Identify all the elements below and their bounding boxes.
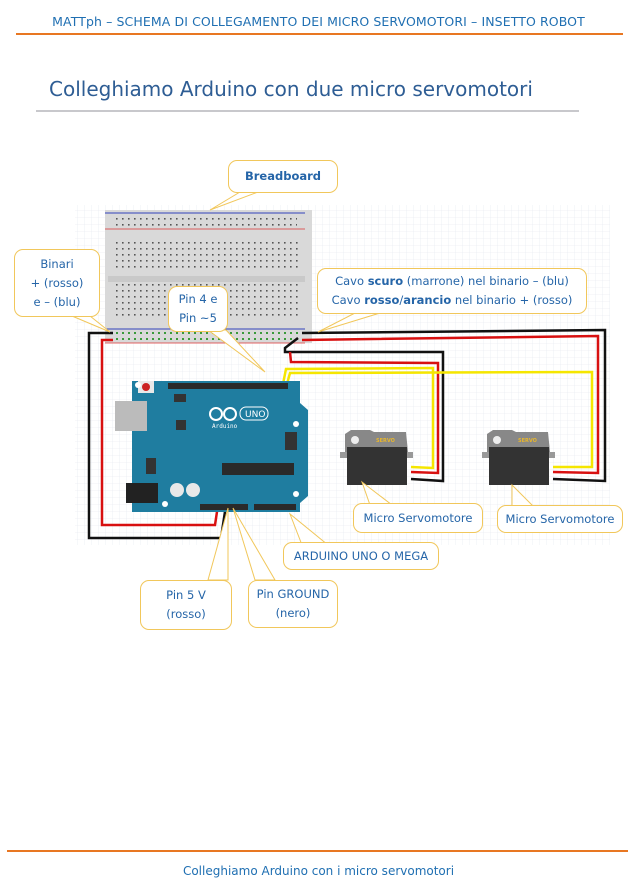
- callout-cables-line1: Cavo scuro (marrone) nel binario – (blu): [335, 272, 569, 291]
- board-brand: Arduino: [212, 423, 238, 430]
- svg-text:SERVO: SERVO: [376, 438, 395, 444]
- cables-text: (marrone) nel binario – (blu): [403, 274, 569, 288]
- callout-pins-line1: Pin 4 e: [178, 292, 218, 306]
- page-footer: Colleghiamo Arduino con i micro servomot…: [182, 864, 455, 878]
- cables-text: Cavo: [331, 293, 365, 307]
- servo-motor-1: SERVO: [340, 430, 413, 485]
- callout-arduino: ARDUINO UNO O MEGA: [283, 542, 439, 570]
- wire-yellow-servo2: [285, 370, 594, 469]
- board-model: UNO: [245, 410, 265, 420]
- wire-red-servo1: [288, 351, 440, 475]
- callout-cables-line2: Cavo rosso/arancio nel binario + (rosso): [332, 291, 573, 310]
- callout-rails-line3: e – (blu): [33, 294, 81, 309]
- callout-pin-ground: Pin GROUND (nero): [248, 580, 338, 628]
- cables-text-bold: scuro: [367, 274, 404, 288]
- callout-rails-line1: Binari: [40, 256, 74, 271]
- wire-black-servo2: [301, 328, 607, 483]
- title-divider: [36, 110, 579, 112]
- callout-pin-5v-line1: Pin 5 V: [166, 588, 206, 602]
- power-jack: [126, 483, 158, 503]
- callout-breadboard-text: Breadboard: [244, 169, 322, 183]
- footer-divider: [7, 850, 628, 852]
- callout-breadboard: Breadboard: [228, 160, 338, 193]
- svg-text:SERVO: SERVO: [518, 438, 537, 444]
- usb-port: [115, 401, 147, 431]
- cables-text: /: [399, 293, 404, 307]
- page-title: Colleghiamo Arduino con due micro servom…: [49, 77, 533, 101]
- callout-servo-1-text: Micro Servomotore: [363, 510, 473, 525]
- callout-rails-line2: + (rosso): [30, 275, 84, 290]
- wire-black-servo1: [283, 337, 445, 483]
- wire-yellow-servo1: [281, 366, 435, 470]
- page-header: MATTph – SCHEMA DI COLLEGAMENTO DEI MICR…: [52, 14, 585, 29]
- callout-pins-line2: Pin ~5: [179, 311, 217, 325]
- callout-servo-1: Micro Servomotore: [353, 503, 483, 533]
- callout-rails: Binari + (rosso) e – (blu): [14, 249, 100, 317]
- callout-pin-ground-line1: Pin GROUND: [256, 587, 330, 601]
- arduino-board: Arduino UNO: [115, 381, 308, 512]
- callout-pin-5v-line2: (rosso): [166, 607, 206, 621]
- cables-text-bold: rosso: [364, 293, 400, 307]
- header-divider: [16, 33, 623, 35]
- callout-pin-ground-line2: (nero): [275, 606, 311, 620]
- callout-pins: Pin 4 e Pin ~5: [168, 286, 228, 332]
- cables-text-bold: arancio: [403, 293, 452, 307]
- wire-red-5v: [100, 338, 220, 527]
- callout-arduino-text: ARDUINO UNO O MEGA: [293, 548, 429, 563]
- callout-pointers: [71, 191, 537, 581]
- callout-cables: Cavo scuro (marrone) nel binario – (blu)…: [317, 268, 587, 314]
- callout-pin-5v: Pin 5 V (rosso): [140, 580, 232, 630]
- callout-servo-2-text: Micro Servomotore: [505, 511, 615, 526]
- servo-motor-2: SERVO: [482, 430, 555, 485]
- wire-red-servo2: [301, 334, 600, 475]
- wires: [87, 328, 607, 540]
- cables-text: Cavo: [335, 274, 368, 288]
- cables-text: nel binario + (rosso): [451, 293, 573, 307]
- callout-servo-2: Micro Servomotore: [497, 505, 623, 533]
